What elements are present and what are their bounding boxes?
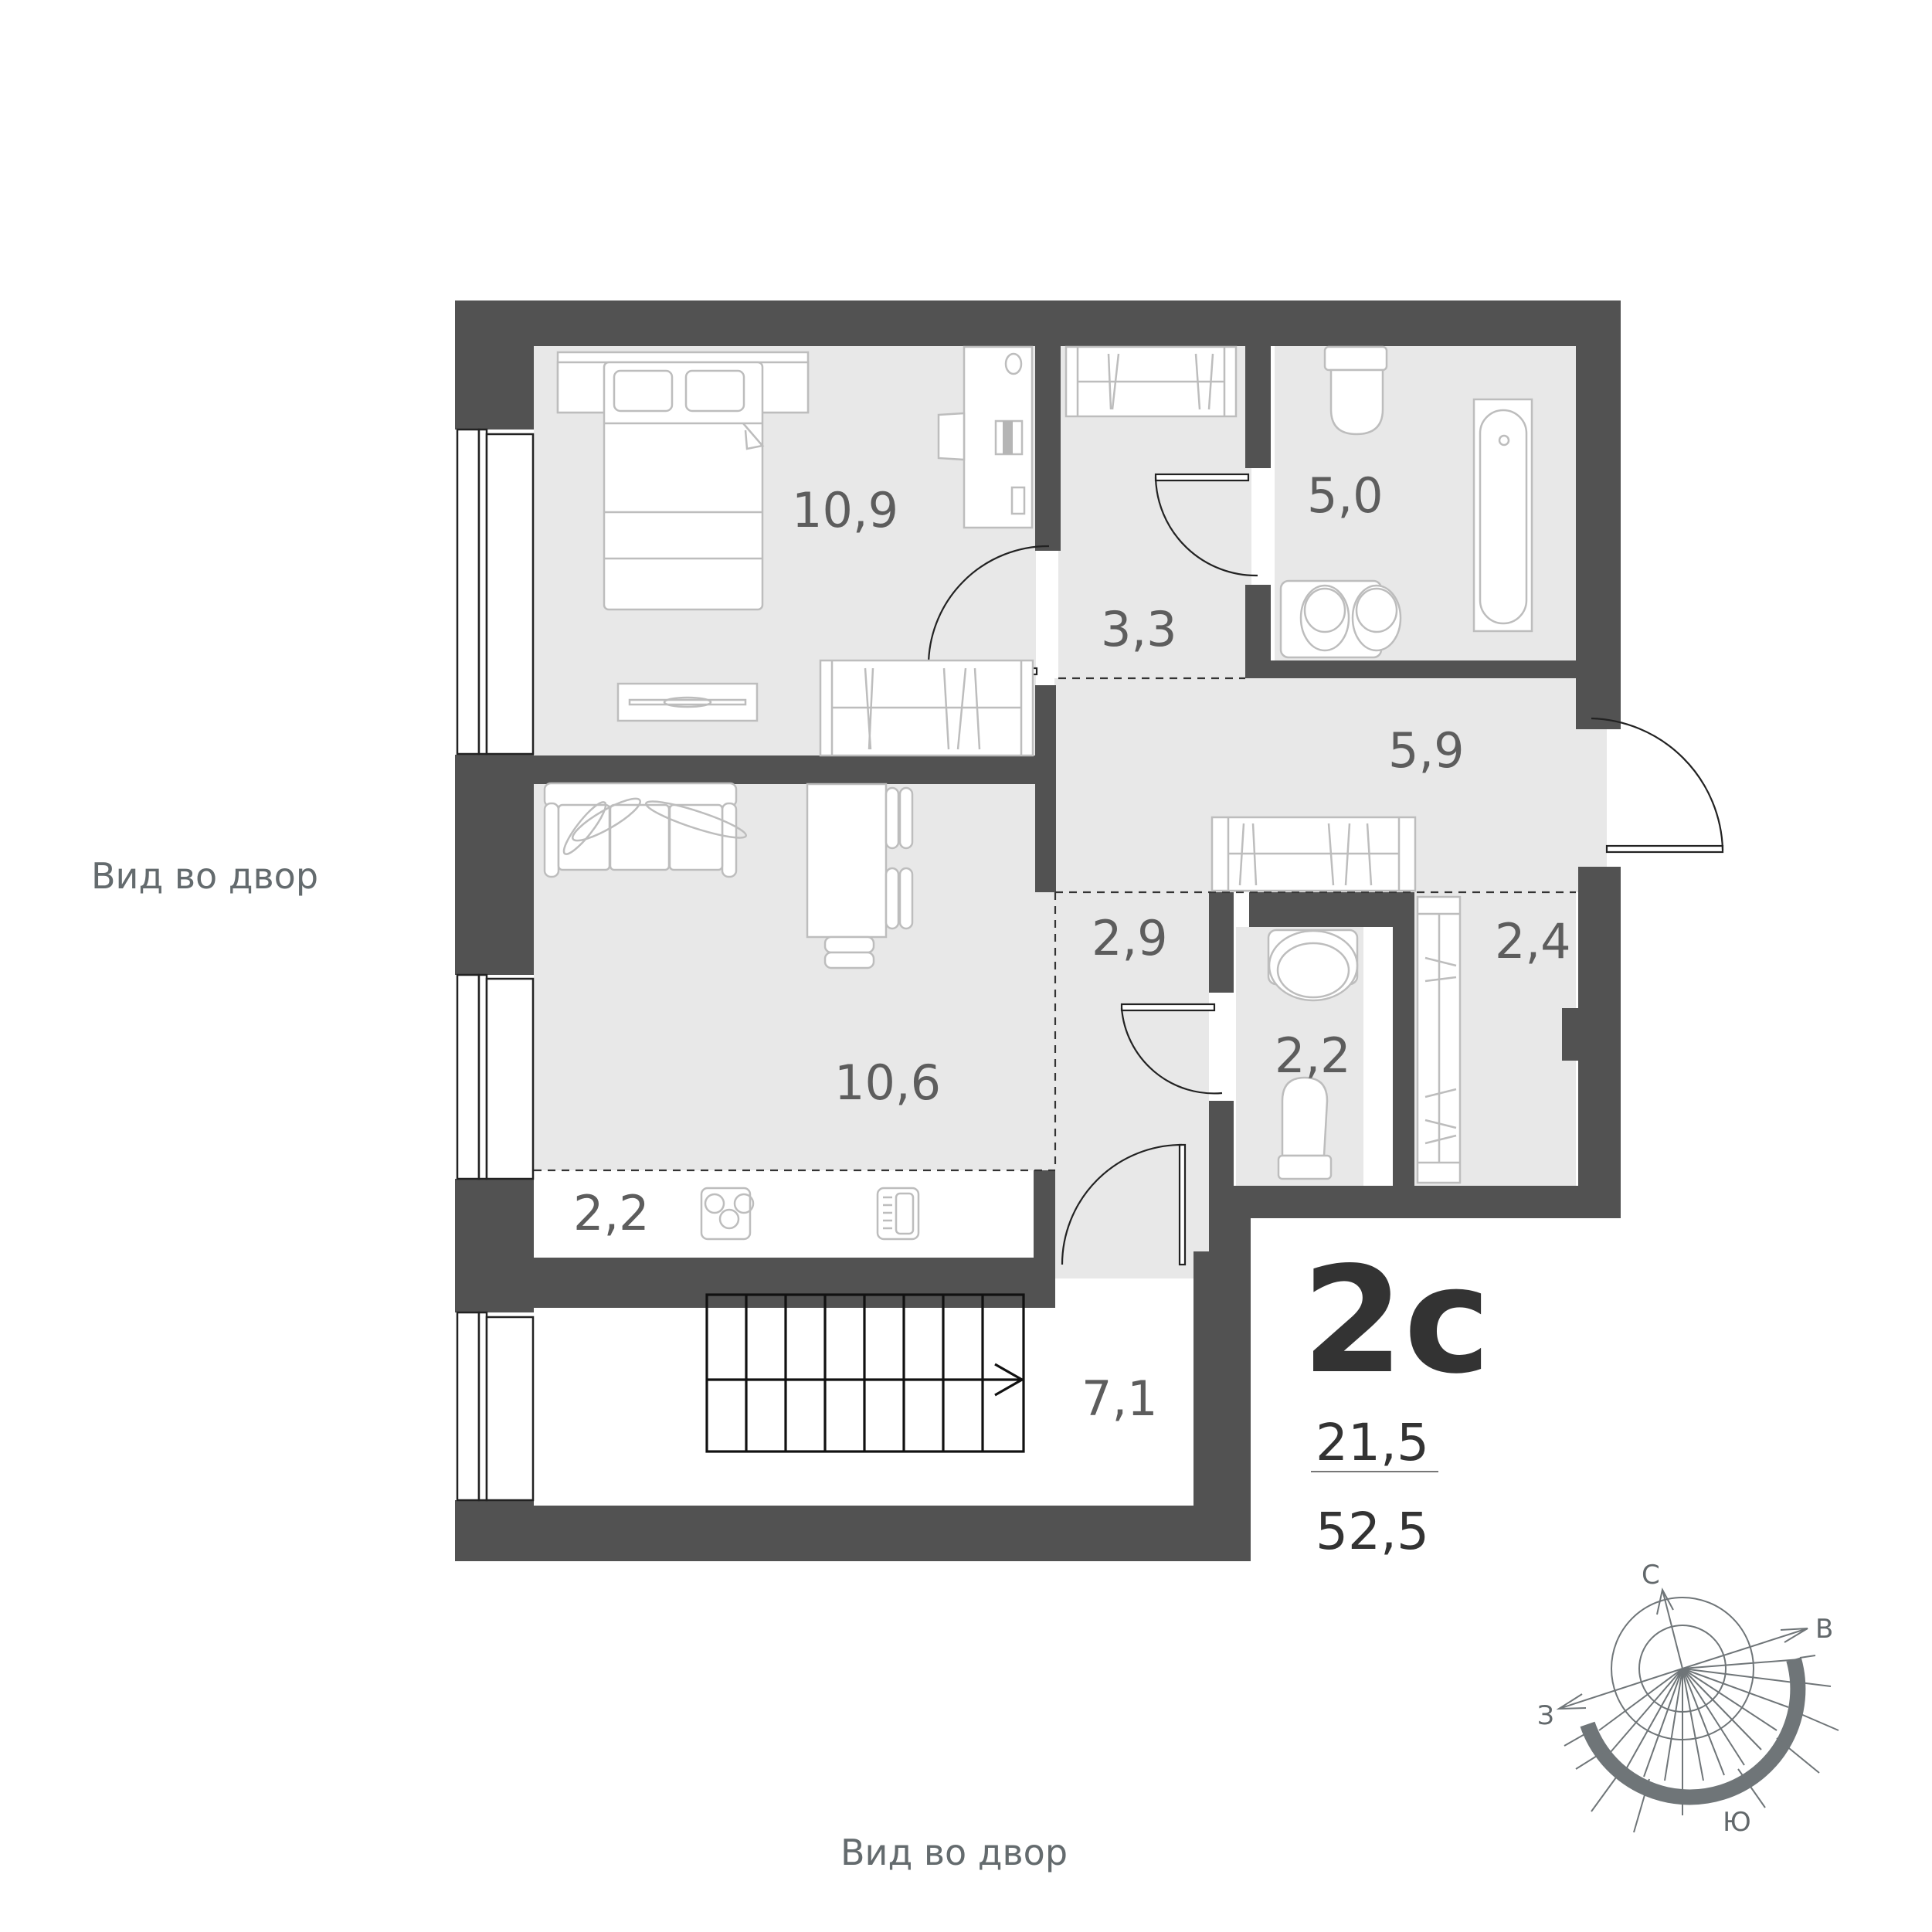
room-area-corridor-upper: 3,3 [1101, 601, 1177, 657]
kitchen-sink-icon [876, 1187, 920, 1241]
wall-bottom [534, 1506, 1251, 1561]
sofa-icon [543, 782, 748, 878]
staircase-icon [705, 1293, 1025, 1453]
room-area-corridor-lower: 2,9 [1092, 910, 1168, 966]
wall-step-bottom [1209, 1186, 1621, 1218]
dining-table-icon [806, 783, 914, 969]
living-area: 21,5 [1316, 1413, 1429, 1472]
room-area-hall: 5,9 [1388, 722, 1465, 779]
total-area: 52,5 [1316, 1502, 1429, 1561]
wall-left-2 [455, 755, 534, 975]
door-bathroom [1154, 473, 1258, 577]
wardrobe-corridor-icon [1064, 345, 1238, 418]
wall-kitchen-right [1034, 1170, 1055, 1263]
wall-left-1 [455, 346, 534, 430]
wall-left-4 [455, 1500, 534, 1561]
wall-top [455, 300, 1621, 346]
tv-stand-icon [616, 682, 759, 722]
wall-bath-left-upper [1245, 346, 1271, 468]
toilet-wc-icon [1277, 1076, 1333, 1180]
compass-south-label: Ю [1723, 1807, 1751, 1838]
room-area-stair-hall: 7,1 [1081, 1370, 1158, 1427]
wall-wc-right [1393, 892, 1414, 1190]
wall-stair-right-top [1209, 1186, 1251, 1263]
wall-wc-left-upper [1209, 892, 1234, 993]
wall-wc-top [1249, 892, 1411, 927]
wall-bath-bottom [1245, 660, 1577, 678]
room-area-kitchen: 2,2 [573, 1185, 650, 1241]
compass: С В З Ю [1537, 1560, 1839, 1838]
compass-west-label: З [1537, 1700, 1554, 1731]
furniture [543, 345, 1533, 1453]
west-arrow [1558, 1668, 1683, 1710]
wall-stair-right [1193, 1251, 1251, 1561]
wall-right-upper [1576, 300, 1621, 729]
zone-dividers [534, 677, 1576, 1172]
wall-bedroom-right [1035, 346, 1061, 551]
wall-right-lower [1578, 867, 1621, 1218]
windows [456, 428, 535, 1502]
wall-bedroom-living [534, 755, 1055, 784]
window-living [456, 973, 535, 1180]
window-bedroom [456, 428, 535, 755]
wardrobe-hall-icon [1210, 816, 1417, 892]
window-stair [456, 1311, 535, 1502]
wardrobe-storage-icon [1416, 895, 1462, 1184]
north-arrow [1662, 1589, 1683, 1669]
wall-left-3 [455, 1179, 534, 1312]
wall-bedroom-hall [1035, 685, 1056, 892]
doors [927, 473, 1724, 1266]
room-labels: 10,9 3,3 5,0 5,9 2,9 2,2 2,4 10,6 2,2 7,… [573, 467, 1571, 1427]
stove-icon [700, 1187, 755, 1241]
double-sink-icon [1279, 579, 1402, 659]
wall-right-notch [1562, 1008, 1579, 1061]
bathtub-icon [1472, 398, 1533, 633]
wardrobe-bedroom-icon [819, 659, 1034, 757]
apartment-summary: 2с 21,5 52,5 [1302, 1235, 1491, 1561]
arrow-right-icon [994, 1363, 1025, 1397]
room-area-bathroom: 5,0 [1307, 467, 1384, 524]
door-entrance [1591, 717, 1724, 854]
east-arrow [1682, 1628, 1808, 1669]
toilet-bathroom-icon [1323, 345, 1388, 436]
room-area-bedroom: 10,9 [792, 482, 898, 538]
room-area-wardrobe: 2,4 [1495, 913, 1571, 969]
compass-north-label: С [1642, 1560, 1660, 1591]
view-label-left: Вид во двор [91, 855, 318, 897]
desk-icon [937, 345, 1034, 529]
sink-wc-icon [1267, 929, 1359, 1002]
wall-kitchen-bottom [534, 1258, 1055, 1308]
walls [455, 300, 1621, 1561]
view-label-bottom: Вид во двор [840, 1832, 1068, 1873]
door-wc [1120, 1003, 1223, 1095]
room-area-wc: 2,2 [1275, 1027, 1351, 1084]
apartment-type: 2с [1302, 1235, 1491, 1406]
room-area-living: 10,6 [834, 1054, 941, 1111]
compass-east-label: В [1815, 1614, 1833, 1645]
wall-wc-left-lower [1209, 1101, 1234, 1197]
door-stair [1061, 1143, 1187, 1266]
sun-path-arc [1580, 1657, 1806, 1805]
bed-icon [556, 351, 810, 611]
